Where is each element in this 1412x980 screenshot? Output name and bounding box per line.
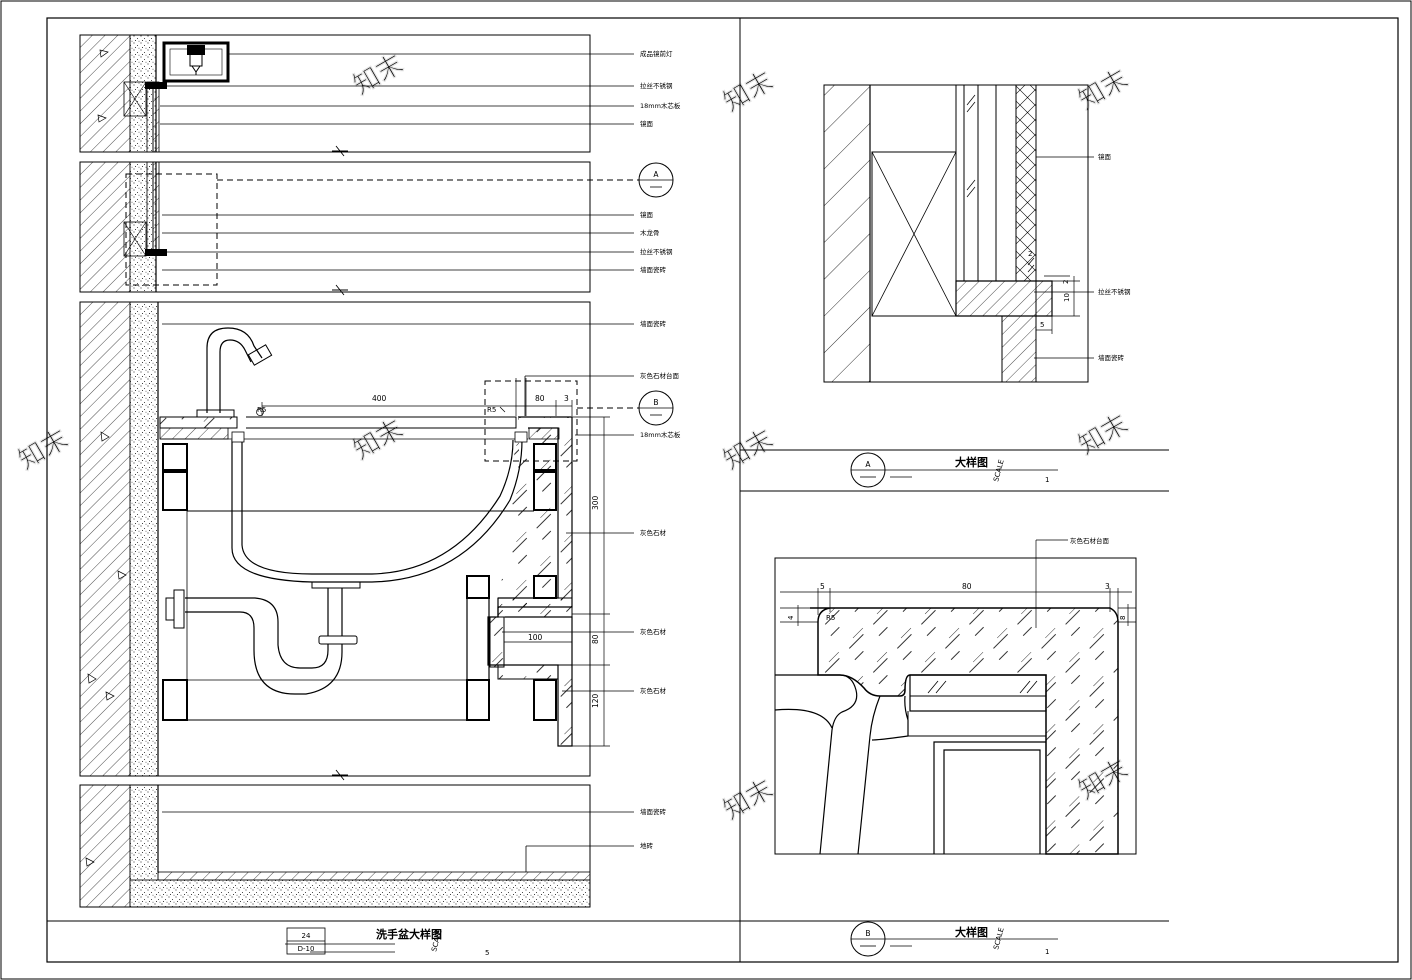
dim-b-drop-right: 8 — [1119, 616, 1127, 620]
watermark: 知末 — [349, 49, 409, 101]
panel-mirror — [79, 161, 640, 296]
dim-radius-left: R5 — [257, 406, 266, 414]
dim-top-width: 400 — [372, 394, 387, 403]
detail-b: 5 80 3 4 8 R5 灰色石材台面 B 大样图 SCALE 1 — [740, 536, 1169, 957]
dim-b-right: 3 — [1105, 582, 1110, 591]
drawing-title-a: 大样图 — [955, 455, 988, 469]
section-mark-b-letter: B — [653, 398, 658, 407]
label-a-steel: 拉丝不锈钢 — [1098, 287, 1131, 296]
label-plywood: 18mm木芯板 — [640, 101, 681, 110]
title-number: 24 — [302, 932, 311, 940]
dim-height-mid: 80 — [591, 634, 600, 644]
title-b-letter: B — [865, 929, 870, 938]
leader-lines-left — [160, 53, 634, 872]
dim-top-right: 80 — [535, 394, 545, 403]
watermark: 知末 — [1074, 409, 1134, 461]
label-plywood-2: 18mm木芯板 — [640, 430, 681, 439]
material-labels-left: 成品镜前灯 拉丝不锈钢 18mm木芯板 镜面 镜面 木龙骨 拉丝不锈钢 墙面瓷砖… — [640, 49, 681, 850]
watermark: 知末 — [1074, 64, 1134, 116]
watermark: 知末 — [349, 414, 409, 466]
label-stone-3: 灰色石材 — [640, 686, 667, 695]
label-a-mirror: 镜面 — [1098, 152, 1112, 161]
label-steel-2: 拉丝不锈钢 — [640, 247, 673, 256]
label-floor-tile: 地砖 — [640, 841, 654, 850]
scale-word-a: SCALE — [992, 459, 1006, 483]
section-mark-a-letter: A — [653, 170, 659, 179]
panel-mirror-light — [79, 34, 591, 157]
scale-b: 1 — [1045, 948, 1049, 956]
dim-top-edge: 3 — [564, 394, 569, 403]
label-wall-tile: 墙面瓷砖 — [640, 265, 667, 274]
watermark: 知末 — [14, 424, 74, 476]
title-block-a: A 大样图 SCALE 1 — [740, 449, 1169, 488]
dim-a-3: 10 — [1063, 293, 1071, 302]
label-mirror: 镜面 — [640, 119, 654, 128]
watermark: 知末 — [719, 774, 779, 826]
title-sheet-ref: D-10 — [298, 945, 315, 953]
title-block-left: 24 D-10 洗手盆大样图 SCALE 5 — [47, 920, 740, 957]
dim-a-1: 2 — [1028, 250, 1032, 258]
drawing-title-left: 洗手盆大样图 — [376, 927, 442, 941]
label-stone-2: 灰色石材 — [640, 627, 667, 636]
dim-b-left: 5 — [820, 582, 825, 591]
title-block-b: B 大样图 SCALE 1 — [740, 920, 1169, 957]
title-a-letter: A — [865, 460, 871, 469]
label-steel: 拉丝不锈钢 — [640, 81, 673, 90]
dim-a-2: 2 — [1062, 280, 1070, 284]
dim-height-lower: 120 — [591, 693, 600, 708]
label-a-wall-tile: 墙面瓷砖 — [1098, 353, 1125, 362]
watermark: 知末 — [719, 66, 779, 118]
label-b-stone-countertop: 灰色石材台面 — [1070, 536, 1110, 545]
label-mirror-light: 成品镜前灯 — [640, 49, 673, 58]
section-mark-a: A — [638, 162, 674, 198]
label-stone: 灰色石材 — [640, 528, 667, 537]
dim-height-main: 300 — [591, 495, 600, 510]
dim-b-drop-left: 4 — [787, 615, 795, 620]
dim-b-radius: R5 — [826, 614, 835, 622]
scale-left: 5 — [485, 949, 489, 957]
detail-a: 2 2 10 5 镜面 拉丝不锈钢 墙面瓷砖 A 大样图 SCALE 1 — [740, 84, 1169, 488]
label-mirror-2: 镜面 — [640, 210, 654, 219]
panel-basin: 400 80 3 R5 R5 300 80 100 120 — [79, 301, 640, 781]
label-stone-countertop: 灰色石材台面 — [640, 371, 680, 380]
scale-a: 1 — [1045, 476, 1049, 484]
dim-b-width: 80 — [962, 582, 972, 591]
dim-a-4: 5 — [1040, 321, 1044, 329]
panel-floor — [79, 784, 591, 908]
left-basin-detail: 400 80 3 R5 R5 300 80 100 120 — [47, 34, 740, 957]
section-mark-b: B — [638, 390, 674, 426]
drawing-title-b: 大样图 — [955, 925, 988, 939]
label-wood-keel: 木龙骨 — [640, 228, 660, 237]
dim-width-lower: 100 — [528, 633, 543, 642]
dim-radius-right: R5 — [487, 406, 496, 414]
label-wall-tile-2: 墙面瓷砖 — [640, 319, 667, 328]
label-wall-tile-3: 墙面瓷砖 — [640, 807, 667, 816]
